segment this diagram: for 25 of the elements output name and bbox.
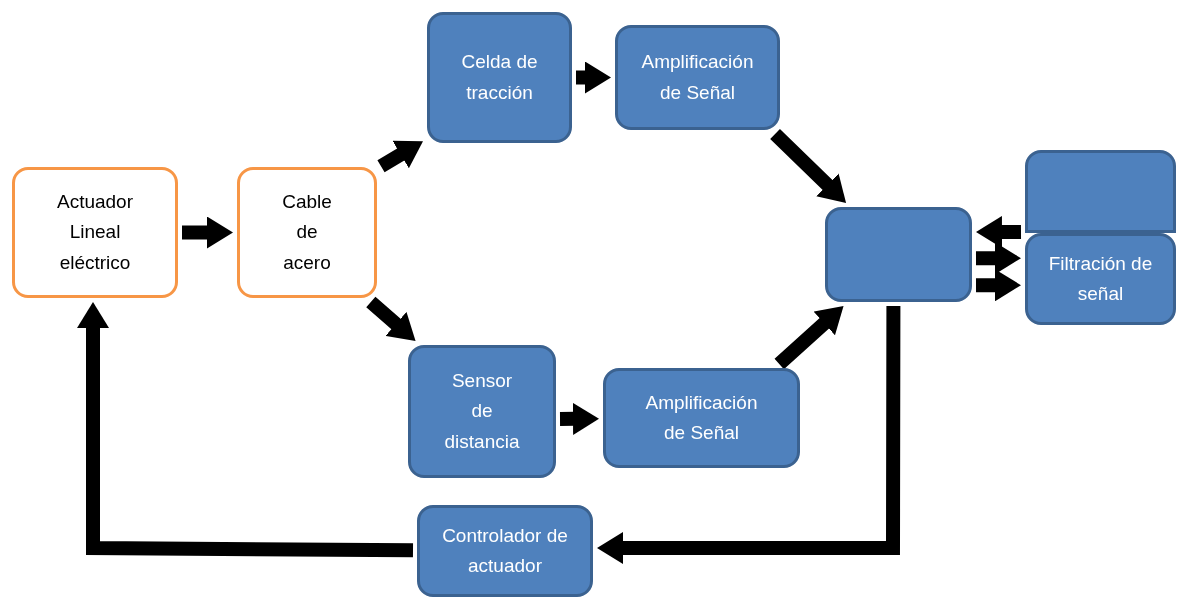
node-label: Sensor de distancia [443,368,521,454]
process-box [1025,150,1176,233]
node-label: Filtración de señal [1047,251,1154,306]
node-label: Actuador Lineal eléctrico [55,189,134,275]
process-box [417,505,593,597]
node-label: Amplificación de Señal [644,390,759,445]
process-box [603,368,800,468]
process-box [408,345,556,478]
node-label: Amplificación de Señal [640,50,755,105]
node-label: Controlador de actuador [441,523,569,578]
arrow [77,302,414,558]
process-box [1025,233,1176,325]
arrow [182,216,233,249]
process-box [825,207,972,302]
process-box [12,167,178,298]
arrow [975,269,1021,302]
arrow [576,61,611,94]
process-box [237,167,377,298]
process-box [427,12,572,143]
arrow [559,402,600,435]
node-label: Cable de acero [281,189,333,275]
arrow [597,306,901,564]
process-box [615,25,780,130]
node-label: Celda de tracción [460,50,539,105]
arrow [975,216,1022,248]
